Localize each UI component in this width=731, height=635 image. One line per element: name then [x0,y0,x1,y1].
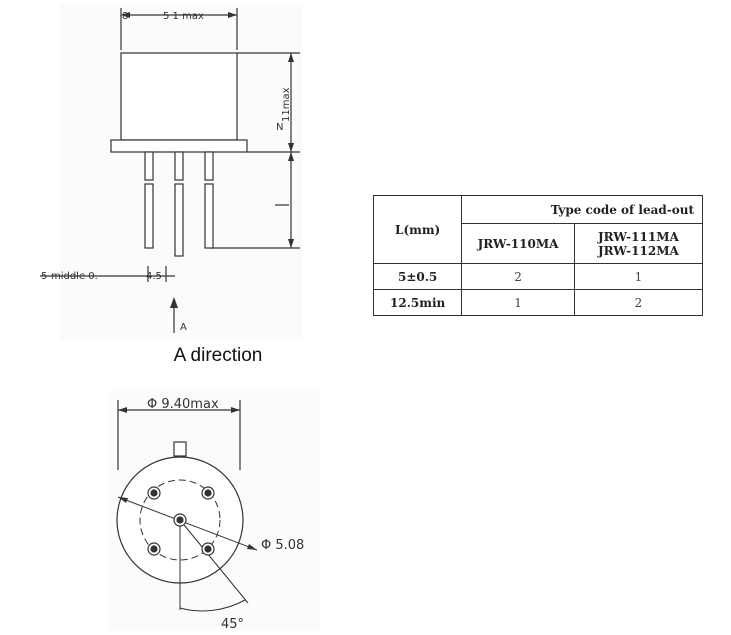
group-header: Type code of lead-out [461,195,703,224]
top-width-label: 5 1 max [163,11,204,22]
row-l: 12.5min [372,289,463,316]
pin-bottom-right [201,542,215,556]
pin-spacing-label: 4.5 [146,271,162,282]
pin-right-lower [204,183,214,249]
pin-mid-lower [174,183,184,257]
col-l-header: L(mm) [372,195,463,264]
orientation-tab [173,441,187,457]
row-l: 5±0.5 [372,263,463,290]
angle-label: 45° [221,617,244,632]
pin-circle-label: Φ 5.08 [261,538,304,553]
row-v2: 1 [573,263,704,290]
sub-header-111: JRW-111MA [597,229,679,244]
pin-left-lower [144,183,154,249]
pin-left-upper [144,151,154,181]
can-body [120,52,238,141]
row-v1: 2 [461,263,575,290]
pin-mid-upper [174,151,184,181]
row-v2: 2 [573,289,704,316]
pin-label-left: 5-middle 0. [41,271,98,282]
pin-circle [139,479,221,561]
corner-mark: 8 [122,11,128,22]
pin-right-upper [204,151,214,181]
sub-header-112: JRW-112MA [597,243,679,258]
pin-top-right [201,486,215,500]
arrow-label: A [180,322,187,333]
pin-center [173,513,187,527]
pin-bottom-left [147,542,161,556]
n-label: N [276,122,283,133]
lead-out-table: L(mm) Type code of lead-out JRW-110MA JR… [372,195,704,316]
diameter-label: Φ 9.40max [147,397,219,412]
table-row: 12.5min 1 2 [372,289,704,316]
direction-arrow-head [170,297,178,308]
sub-header-111-112: JRW-111MA JRW-112MA [573,223,704,264]
table-row: 5±0.5 2 1 [372,263,704,290]
can-flange [110,139,248,153]
height-label: 11max [281,87,292,122]
view-caption: A direction [173,345,263,366]
sub-header-110: JRW-110MA [461,223,575,264]
row-v1: 1 [461,289,575,316]
pin-top-left [147,486,161,500]
